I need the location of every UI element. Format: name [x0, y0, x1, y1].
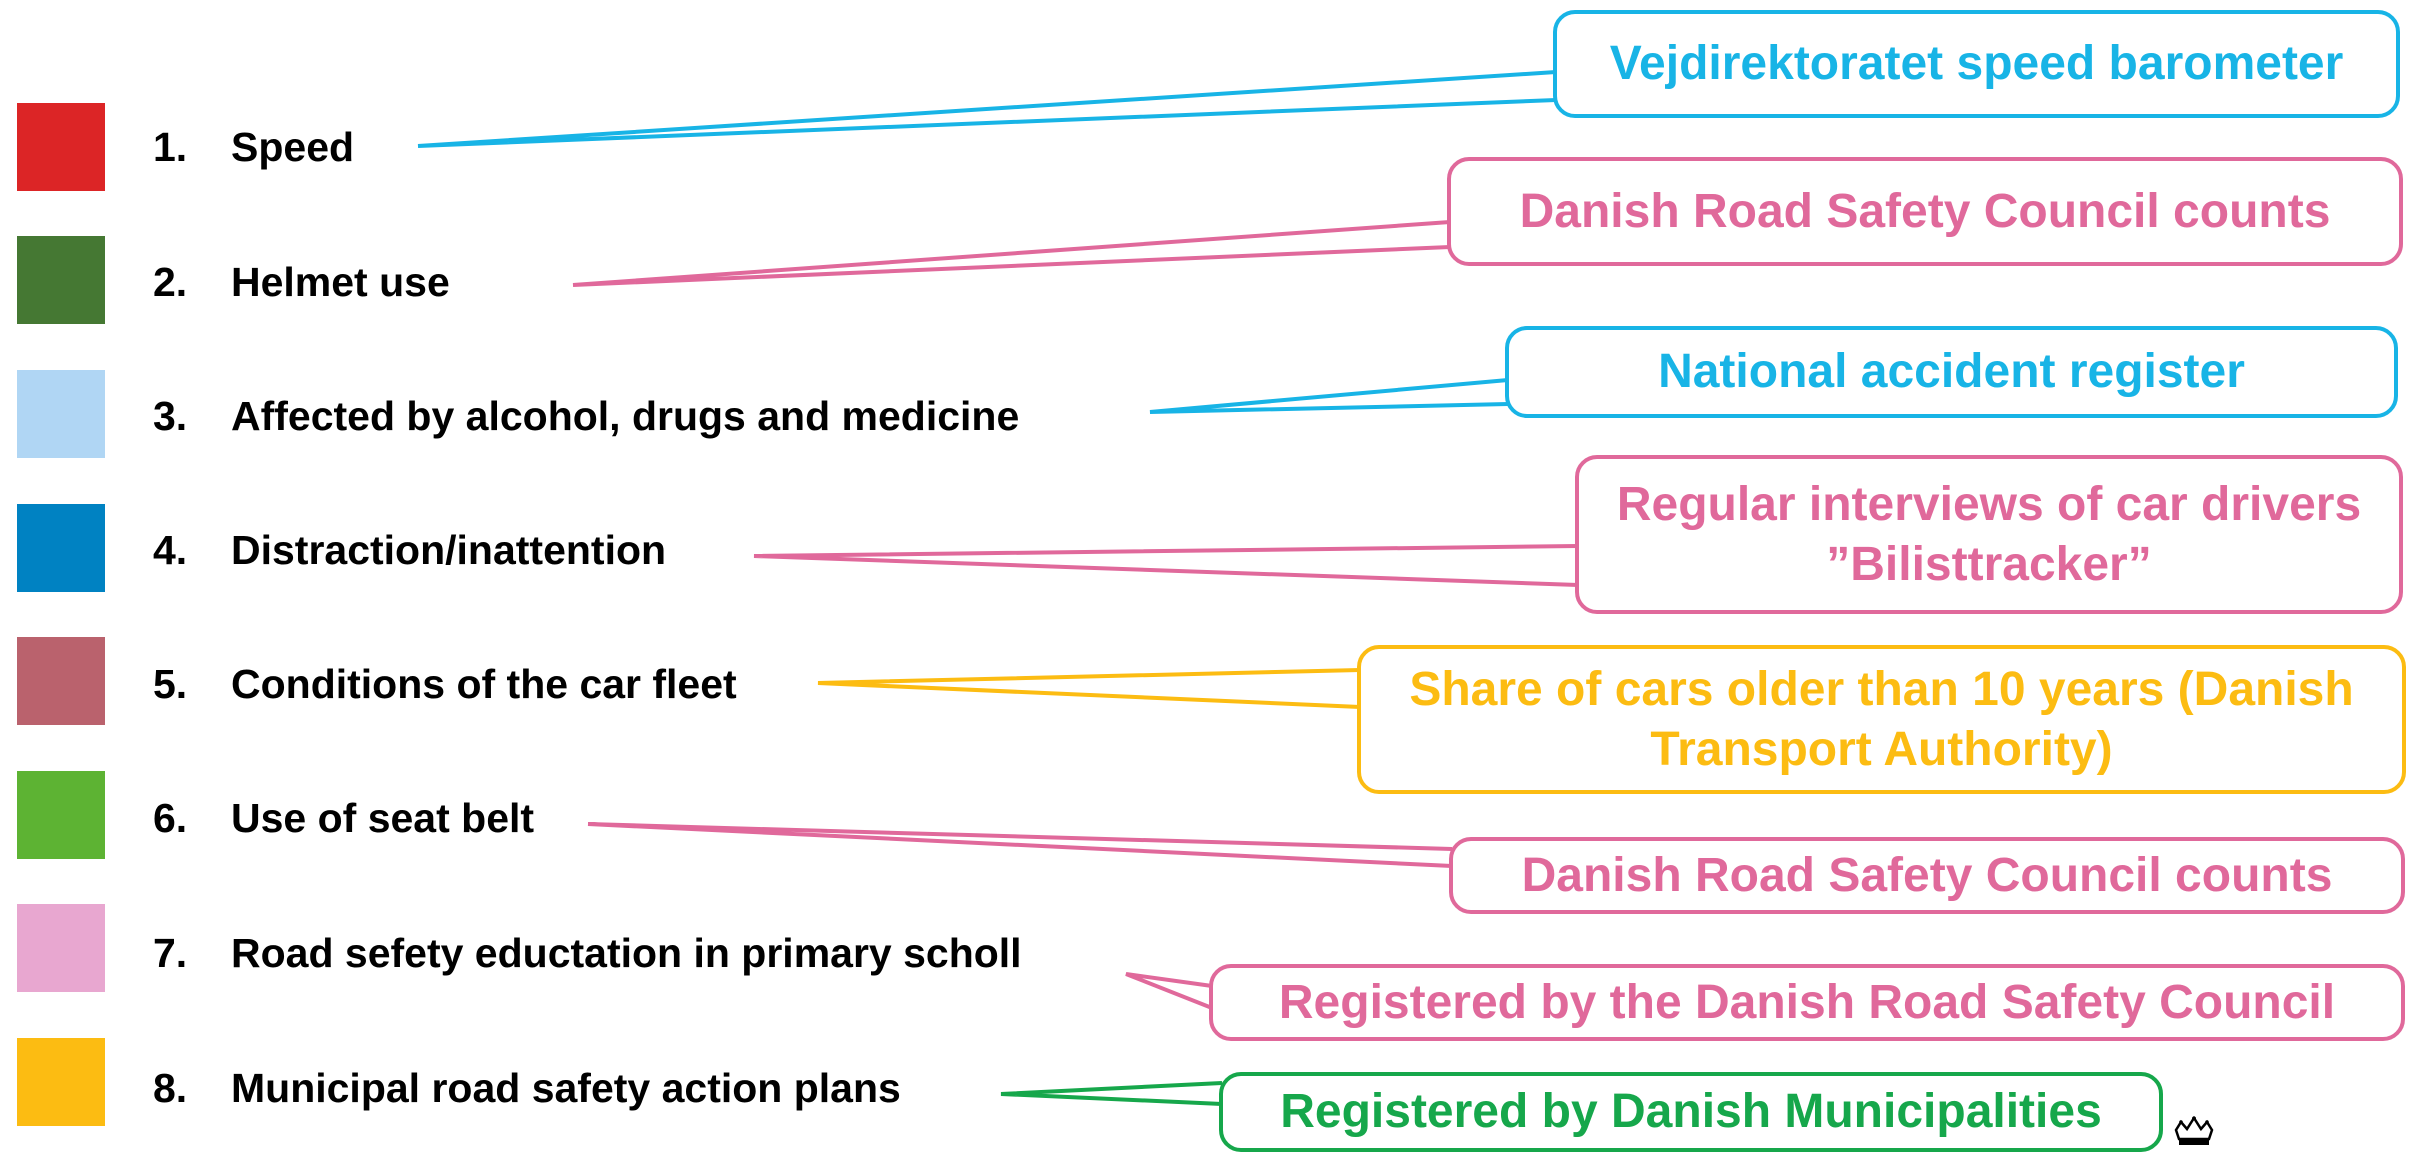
indicator-label: Affected by alcohol, drugs and medicine: [231, 393, 1020, 439]
indicator-number: 1.: [153, 124, 188, 170]
source-callout-seat-belt: Danish Road Safety Council counts: [1449, 837, 2405, 914]
indicator-distraction: 4. Distraction/inattention: [153, 506, 666, 594]
indicator-number: 3.: [153, 393, 188, 439]
connector-line: [1000, 1081, 1223, 1106]
indicator-action-plans: 8. Municipal road safety action plans: [153, 1044, 901, 1132]
swatch-action-plans: [17, 1038, 105, 1126]
source-callout-car-fleet: Share of cars older than 10 years (Danis…: [1357, 645, 2406, 794]
indicator-number: 8.: [153, 1065, 188, 1111]
source-text: Regular interviews of car drivers ”Bilis…: [1616, 477, 2362, 591]
indicator-label: Road sefety eductation in primary scholl: [231, 930, 1022, 976]
indicator-label: Helmet use: [231, 259, 450, 305]
connector-line: [587, 822, 1453, 868]
indicator-helmet: 2. Helmet use: [153, 238, 450, 326]
swatch-seat-belt: [17, 771, 105, 859]
source-text: National accident register: [1658, 345, 2245, 398]
indicator-number: 2.: [153, 259, 188, 305]
source-callout-accident-register: National accident register: [1505, 326, 2398, 418]
connector-line: [1149, 378, 1509, 414]
indicator-car-fleet: 5. Conditions of the car fleet: [153, 640, 737, 728]
source-callout-municipalities: Registered by Danish Municipalities: [1219, 1072, 2163, 1152]
indicator-label: Use of seat belt: [231, 795, 535, 841]
indicator-education: 7. Road sefety eductation in primary scho…: [153, 909, 1022, 997]
indicator-seat-belt: 6. Use of seat belt: [153, 774, 534, 862]
connector-line: [1125, 972, 1213, 1010]
indicator-speed: 1. Speed: [153, 103, 354, 191]
source-text: Danish Road Safety Council counts: [1521, 848, 2333, 902]
indicator-label: Speed: [231, 124, 355, 170]
source-text: Share of cars older than 10 years (Danis…: [1409, 662, 2354, 776]
source-callout-bilisttracker: Regular interviews of car drivers ”Bilis…: [1575, 455, 2403, 614]
source-text: Danish Road Safety Council counts: [1519, 184, 2331, 238]
swatch-car-fleet: [17, 637, 105, 725]
source-callout-education: Registered by the Danish Road Safety Cou…: [1209, 964, 2405, 1041]
indicator-number: 7.: [153, 930, 188, 976]
source-callout-helmet: Danish Road Safety Council counts: [1447, 157, 2403, 266]
indicator-number: 5.: [153, 661, 188, 707]
source-text: Registered by the Danish Road Safety Cou…: [1278, 975, 2336, 1029]
crown-icon: [2174, 1116, 2214, 1145]
source-callout-speed: Vejdirektoratet speed barometer: [1553, 10, 2400, 118]
swatch-alcohol: [17, 370, 105, 458]
indicator-number: 4.: [153, 527, 188, 573]
swatch-helmet: [17, 236, 105, 324]
source-text: Vejdirektoratet speed barometer: [1609, 37, 2344, 90]
connector-line: [417, 70, 1557, 148]
source-text: Registered by Danish Municipalities: [1280, 1085, 2102, 1138]
swatch-education: [17, 904, 105, 992]
indicator-label: Conditions of the car fleet: [231, 661, 737, 707]
connector-line: [817, 668, 1361, 709]
swatch-speed: [17, 103, 105, 191]
indicator-label: Distraction/inattention: [231, 527, 667, 573]
indicator-label: Municipal road safety action plans: [231, 1065, 901, 1111]
connector-line: [572, 220, 1451, 287]
connector-line: [753, 544, 1579, 587]
swatch-distraction: [17, 504, 105, 592]
indicator-alcohol: 3. Affected by alcohol, drugs and medicin…: [153, 372, 1019, 460]
indicator-number: 6.: [153, 795, 188, 841]
